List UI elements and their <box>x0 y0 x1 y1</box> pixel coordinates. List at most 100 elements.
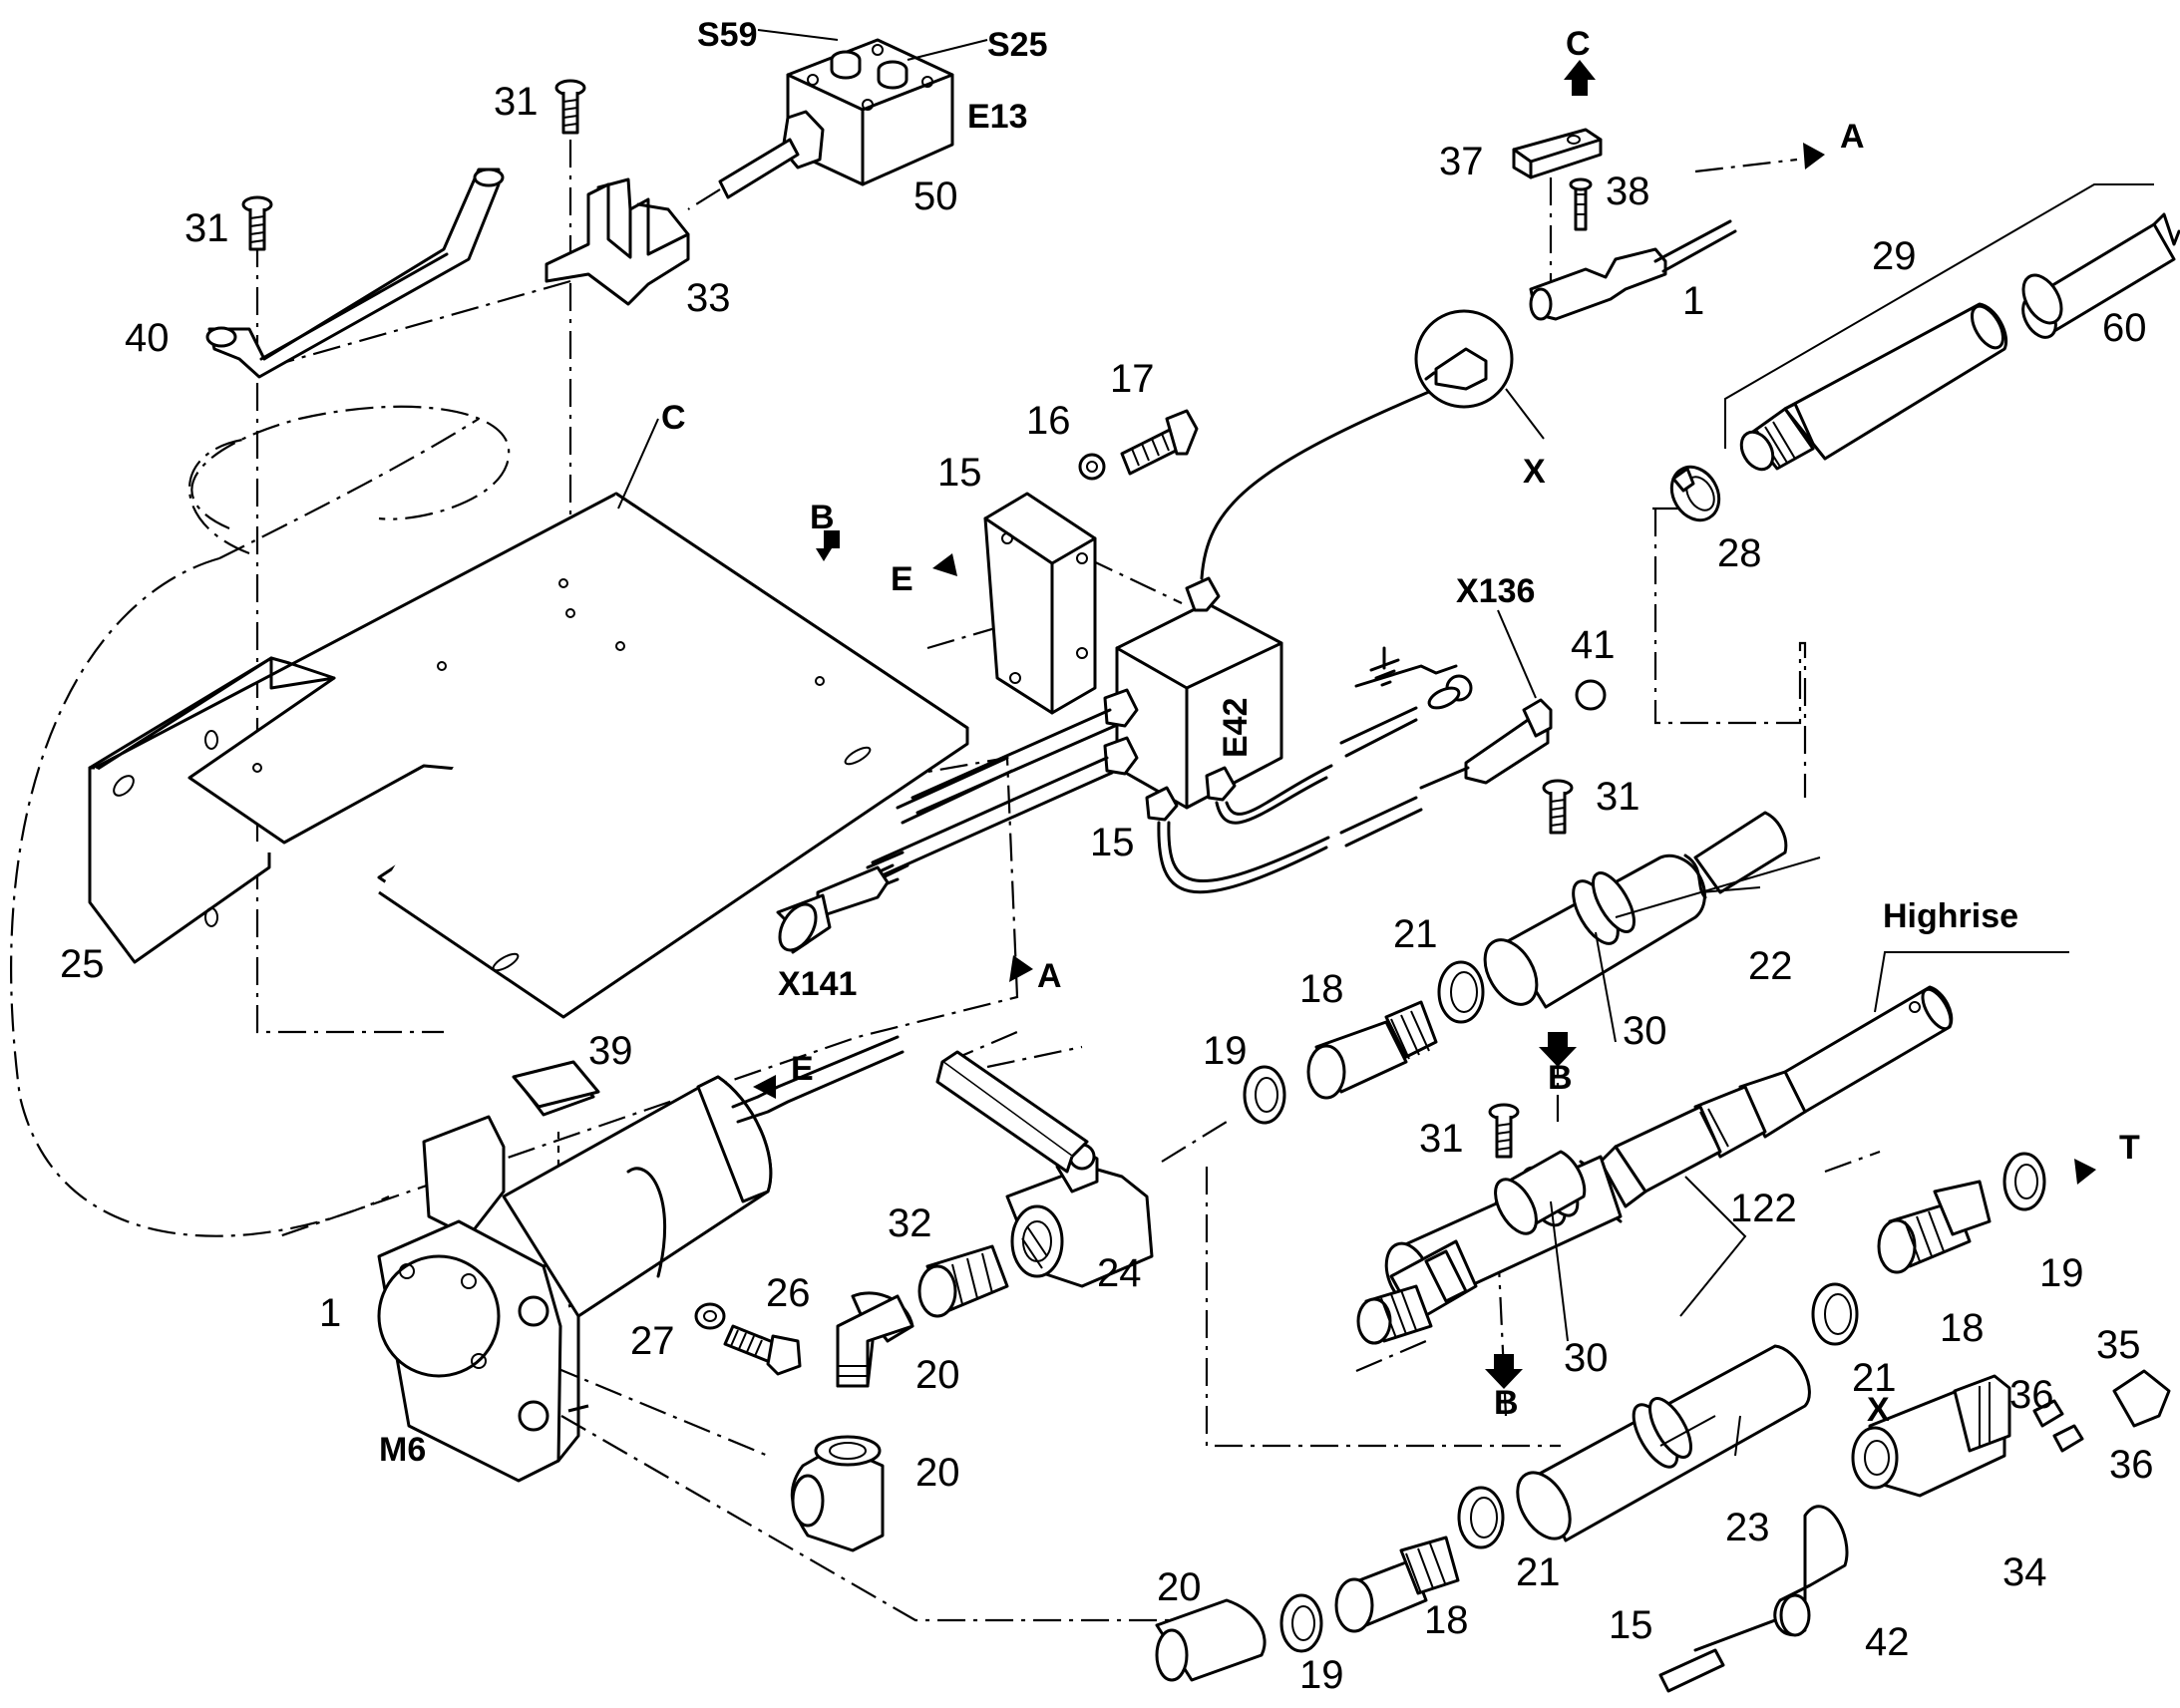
label-e-mid: E <box>791 1050 814 1088</box>
label-36-a: 36 <box>2009 1373 2054 1417</box>
label-50: 50 <box>913 174 958 218</box>
label-c-plate: C <box>661 399 686 437</box>
label-s59: S59 <box>697 16 758 54</box>
pipe-parts-middle <box>1243 811 2069 1345</box>
label-25: 25 <box>60 942 105 986</box>
label-19-c: 19 <box>1299 1653 1344 1697</box>
label-18-b: 18 <box>1940 1306 1985 1350</box>
bracket-33 <box>545 177 690 306</box>
label-30-a: 30 <box>1623 1009 1667 1053</box>
decal-39 <box>512 1060 600 1109</box>
arrow-a-top <box>1803 143 1825 170</box>
direction-arrows <box>753 60 2096 1389</box>
washer-27 <box>694 1302 726 1330</box>
label-c-top: C <box>1566 25 1591 63</box>
label-19-b: 19 <box>2039 1251 2084 1295</box>
tube-29 <box>1724 183 2154 472</box>
label-42: 42 <box>1865 1620 1910 1664</box>
arrow-a-mid <box>1009 955 1033 982</box>
bracket-40 <box>205 168 505 379</box>
label-a-mid: A <box>1037 957 1062 995</box>
label-39: 39 <box>588 1029 633 1073</box>
bolt-26 <box>723 1324 802 1376</box>
elbows-20 <box>790 1291 1267 1682</box>
label-x141: X141 <box>778 965 857 1003</box>
arrow-b-low <box>1485 1354 1523 1389</box>
detail-circle-x <box>1414 309 1545 440</box>
label-a-top: A <box>1840 118 1865 156</box>
label-x-top: X <box>1523 453 1546 491</box>
arrow-b-plate <box>816 530 840 561</box>
label-40: 40 <box>125 316 170 360</box>
callout-labels: S59 S25 E13 50 31 31 40 33 C 37 38 A 1 2… <box>60 16 2154 1697</box>
ball-valve-24 <box>935 1050 1154 1288</box>
arrow-c-up <box>1564 60 1596 96</box>
label-15-c: 15 <box>1609 1603 1653 1647</box>
label-highrise: Highrise <box>1883 897 2018 935</box>
label-20-b: 20 <box>915 1451 960 1495</box>
label-21-b: 21 <box>1852 1356 1897 1400</box>
bracket-15 <box>983 492 1097 715</box>
washer-16 <box>1078 453 1106 481</box>
nipple-32 <box>917 1244 1009 1318</box>
label-23: 23 <box>1725 1506 1770 1549</box>
junction-box-e42: E42 <box>871 387 1438 894</box>
connector-1-top <box>1529 219 1737 321</box>
pipe-parts-lower <box>1279 1150 2046 1653</box>
label-20-a: 20 <box>915 1353 960 1397</box>
label-17: 17 <box>1110 357 1155 401</box>
label-60: 60 <box>2102 306 2147 350</box>
clip-37 <box>1512 128 1603 231</box>
label-1-top: 1 <box>1682 279 1704 323</box>
label-35: 35 <box>2096 1323 2141 1367</box>
label-t: T <box>2119 1129 2140 1167</box>
label-x136: X136 <box>1456 572 1535 610</box>
arrow-t <box>2074 1159 2096 1185</box>
arrow-e-left <box>932 553 957 576</box>
label-31-a: 31 <box>494 80 539 124</box>
label-36-b: 36 <box>2109 1443 2154 1487</box>
label-122: 122 <box>1730 1187 1797 1230</box>
e42-label: E42 <box>1217 698 1255 759</box>
label-15-b: 15 <box>1090 821 1135 864</box>
label-e-left: E <box>891 560 913 598</box>
connector-x-detail <box>1658 1369 2171 1693</box>
label-41: 41 <box>1571 623 1616 667</box>
arrow-b-mid <box>1539 1032 1577 1067</box>
arrow-e-mid <box>753 1075 776 1099</box>
label-27: 27 <box>630 1319 675 1363</box>
screws-31 <box>241 79 1574 1159</box>
bolt-17 <box>1120 409 1199 476</box>
label-24: 24 <box>1097 1251 1142 1295</box>
label-32: 32 <box>888 1201 932 1245</box>
label-e13: E13 <box>967 98 1028 136</box>
pump-m6 <box>377 1035 905 1483</box>
label-28: 28 <box>1717 531 1762 575</box>
label-m6: M6 <box>379 1431 426 1469</box>
label-31-b: 31 <box>184 206 229 250</box>
label-37: 37 <box>1439 140 1484 183</box>
label-1-left: 1 <box>319 1291 341 1335</box>
mounting-plate-25 <box>88 492 969 1019</box>
label-31-c: 31 <box>1596 775 1640 819</box>
label-22: 22 <box>1748 944 1793 988</box>
label-15-a: 15 <box>937 451 982 495</box>
label-26: 26 <box>766 1271 811 1315</box>
label-18-a: 18 <box>1299 967 1344 1011</box>
label-18-c: 18 <box>1424 1598 1469 1642</box>
label-21-c: 21 <box>1516 1550 1561 1594</box>
label-34: 34 <box>2002 1550 2047 1594</box>
label-b-low: B <box>1494 1384 1519 1422</box>
label-x-low: X <box>1867 1391 1890 1429</box>
label-b-mid: B <box>1548 1059 1573 1097</box>
label-38: 38 <box>1606 170 1650 213</box>
label-21-a: 21 <box>1393 912 1438 956</box>
label-b-plate: B <box>810 499 835 536</box>
label-30-b: 30 <box>1564 1336 1609 1380</box>
label-29: 29 <box>1872 234 1917 278</box>
clamp-28 <box>1669 273 2063 522</box>
cable-segments <box>776 646 1607 954</box>
switch-box-50 <box>718 38 954 199</box>
label-s25: S25 <box>987 26 1048 64</box>
